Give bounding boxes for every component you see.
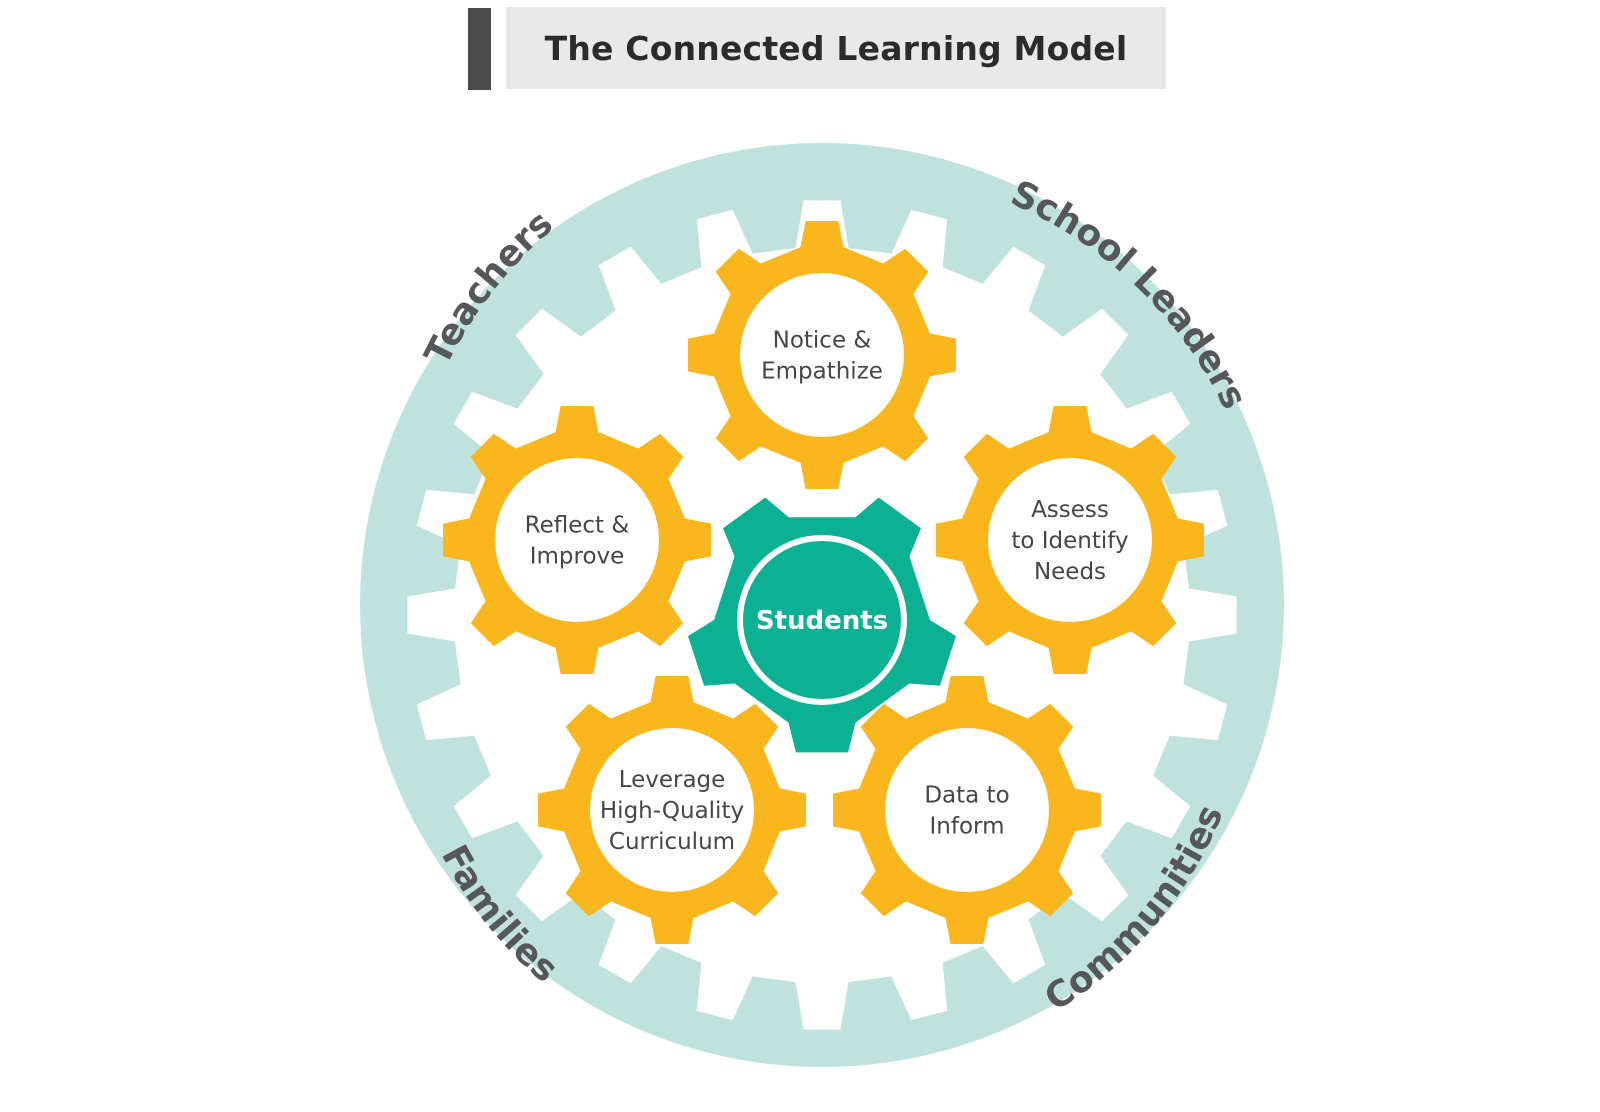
gear-data-label: Inform [930, 814, 1005, 840]
page-title: The Connected Learning Model [544, 28, 1128, 68]
gear-assess-label: to Identify [1011, 528, 1128, 554]
gear-assess-center [988, 458, 1152, 622]
gear-leverage-center [590, 728, 754, 892]
gear-notice-label: Empathize [761, 359, 883, 385]
gear-notice-center [740, 273, 904, 437]
title-box: The Connected Learning Model [506, 7, 1166, 89]
title-area: The Connected Learning Model [0, 0, 1600, 100]
gear-leverage-label: Leverage [619, 767, 726, 793]
title-accent-bar [468, 8, 491, 90]
gear-data-label: Data to [924, 783, 1009, 809]
students-label: Students [756, 606, 888, 636]
gear-reflect-label: Reflect & [525, 513, 630, 539]
gear-notice: Notice & Empathize [688, 221, 956, 489]
gear-reflect: Reflect & Improve [443, 406, 711, 674]
gear-data-center [885, 728, 1049, 892]
gear-leverage-label: Curriculum [609, 829, 735, 855]
gear-assess-label: Needs [1034, 559, 1106, 585]
gear-notice-label: Notice & [773, 328, 872, 354]
gear-assess-label: Assess [1031, 497, 1109, 523]
students-gear-outline [737, 535, 907, 705]
gear-reflect-label: Improve [530, 544, 625, 570]
center-gear: Students [688, 497, 956, 753]
gear-data: Data to Inform [833, 676, 1101, 944]
gear-reflect-center [495, 458, 659, 622]
gear-leverage-label: High-Quality [600, 798, 744, 824]
students-gear-icon [688, 497, 956, 753]
